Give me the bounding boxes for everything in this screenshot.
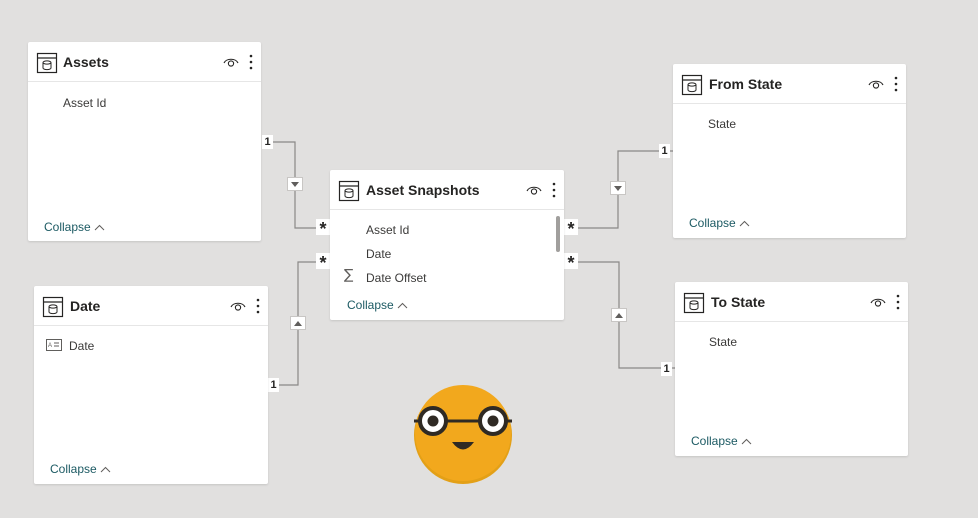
- table-card-header[interactable]: Date: [34, 286, 268, 326]
- cardinality-one-label: 1: [661, 362, 672, 376]
- eye-icon[interactable]: [526, 184, 542, 196]
- field-state[interactable]: State: [709, 335, 738, 349]
- eye-icon[interactable]: [230, 300, 246, 312]
- cardinality-many-label: *: [564, 253, 578, 273]
- table-card-from-state[interactable]: From State State Collapse: [673, 64, 906, 238]
- table-title: From State: [709, 76, 783, 92]
- table-card-assets[interactable]: Assets Asset Id Collapse: [28, 42, 261, 241]
- cardinality-many-label: *: [316, 219, 330, 239]
- filter-direction-up-icon[interactable]: [290, 316, 306, 330]
- table-card-header[interactable]: To State: [675, 282, 908, 322]
- table-card-header[interactable]: From State: [673, 64, 906, 104]
- cardinality-many-label: *: [316, 253, 330, 273]
- cardinality-one-label: 1: [268, 378, 279, 392]
- collapse-button[interactable]: Collapse: [691, 434, 752, 448]
- table-icon: [683, 292, 705, 314]
- cardinality-one-label: 1: [659, 144, 670, 158]
- sigma-icon: ∑: [344, 267, 354, 283]
- collapse-label: Collapse: [50, 462, 97, 476]
- filter-direction-up-icon[interactable]: [611, 308, 627, 322]
- collapse-button[interactable]: Collapse: [689, 216, 750, 230]
- field-state[interactable]: State: [708, 117, 737, 131]
- chevron-up-icon: [739, 221, 750, 227]
- vertical-scrollbar[interactable]: [556, 216, 560, 252]
- more-options-icon[interactable]: [254, 297, 262, 315]
- cardinality-many-label: *: [564, 219, 578, 239]
- table-icon: [681, 74, 703, 96]
- chevron-up-icon: [94, 225, 105, 231]
- collapse-button[interactable]: Collapse: [50, 462, 111, 476]
- collapse-button[interactable]: Collapse: [44, 220, 105, 234]
- nerd-face-emoji-icon: [414, 385, 512, 484]
- chevron-up-icon: [741, 439, 752, 445]
- table-title: Assets: [63, 54, 109, 70]
- table-card-asset-snapshots[interactable]: Asset Snapshots Asset Id Date ∑ Date Off…: [330, 170, 564, 320]
- eye-icon[interactable]: [870, 296, 886, 308]
- field-date[interactable]: Date: [366, 247, 392, 261]
- calendar-field-icon: A: [46, 339, 62, 351]
- eye-icon[interactable]: [868, 78, 884, 90]
- table-card-date[interactable]: Date A Date Collapse: [34, 286, 268, 484]
- cardinality-one-label: 1: [262, 135, 273, 149]
- collapse-label: Collapse: [691, 434, 738, 448]
- table-icon: [42, 296, 64, 318]
- eye-icon[interactable]: [223, 56, 239, 68]
- collapse-label: Collapse: [347, 298, 394, 312]
- table-card-to-state[interactable]: To State State Collapse: [675, 282, 908, 456]
- collapse-button[interactable]: Collapse: [347, 298, 408, 312]
- table-card-header[interactable]: Asset Snapshots: [330, 170, 564, 210]
- table-card-header[interactable]: Assets: [28, 42, 261, 82]
- svg-text:A: A: [48, 343, 52, 349]
- collapse-label: Collapse: [689, 216, 736, 230]
- field-asset-id[interactable]: Asset Id: [366, 223, 410, 237]
- more-options-icon[interactable]: [247, 53, 255, 71]
- field-date-offset[interactable]: Date Offset: [366, 271, 427, 285]
- more-options-icon[interactable]: [550, 181, 558, 199]
- collapse-label: Collapse: [44, 220, 91, 234]
- table-icon: [338, 180, 360, 202]
- filter-direction-down-icon[interactable]: [610, 181, 626, 195]
- chevron-up-icon: [100, 467, 111, 473]
- table-title: Date: [70, 298, 101, 314]
- more-options-icon[interactable]: [894, 293, 902, 311]
- table-title: Asset Snapshots: [366, 182, 480, 198]
- chevron-up-icon: [397, 303, 408, 309]
- table-title: To State: [711, 294, 766, 310]
- table-icon: [36, 52, 58, 74]
- filter-direction-down-icon[interactable]: [287, 177, 303, 191]
- field-date[interactable]: Date: [69, 339, 95, 353]
- field-asset-id[interactable]: Asset Id: [63, 96, 107, 110]
- more-options-icon[interactable]: [892, 75, 900, 93]
